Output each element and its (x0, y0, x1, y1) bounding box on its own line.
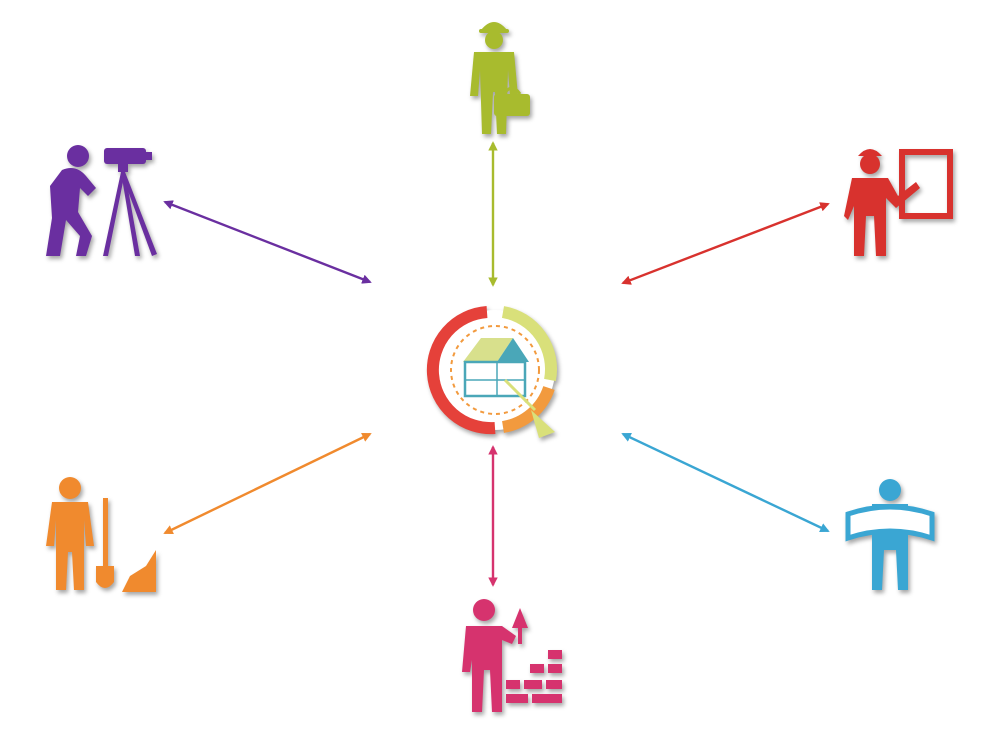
connector-presenter-arrow (621, 202, 830, 285)
connector-laborer-arrow (163, 432, 372, 535)
laborer-with-shovel-icon (46, 477, 156, 592)
connectors (163, 141, 830, 587)
house-roof-gable (497, 338, 529, 362)
hub-ring-yellow-segment (501, 306, 558, 382)
hub-ring-orange-segment (501, 385, 555, 433)
connector-architect-arrow (621, 432, 830, 533)
architect-with-blueprint-icon (845, 479, 935, 590)
house-wall (463, 360, 527, 398)
engineer-presenting-board-icon (844, 149, 953, 256)
worker-with-toolbox-icon (470, 22, 530, 134)
construction-cycle-house-icon (426, 306, 558, 438)
hub-ring-red-segment (426, 306, 496, 435)
hub-cycle-arrow-head (531, 410, 555, 438)
surveyor-with-theodolite-icon (46, 145, 157, 256)
house-roof (463, 338, 513, 362)
bricklayer-with-trowel-icon (462, 599, 562, 712)
connector-surveyor-arrow (163, 200, 372, 284)
